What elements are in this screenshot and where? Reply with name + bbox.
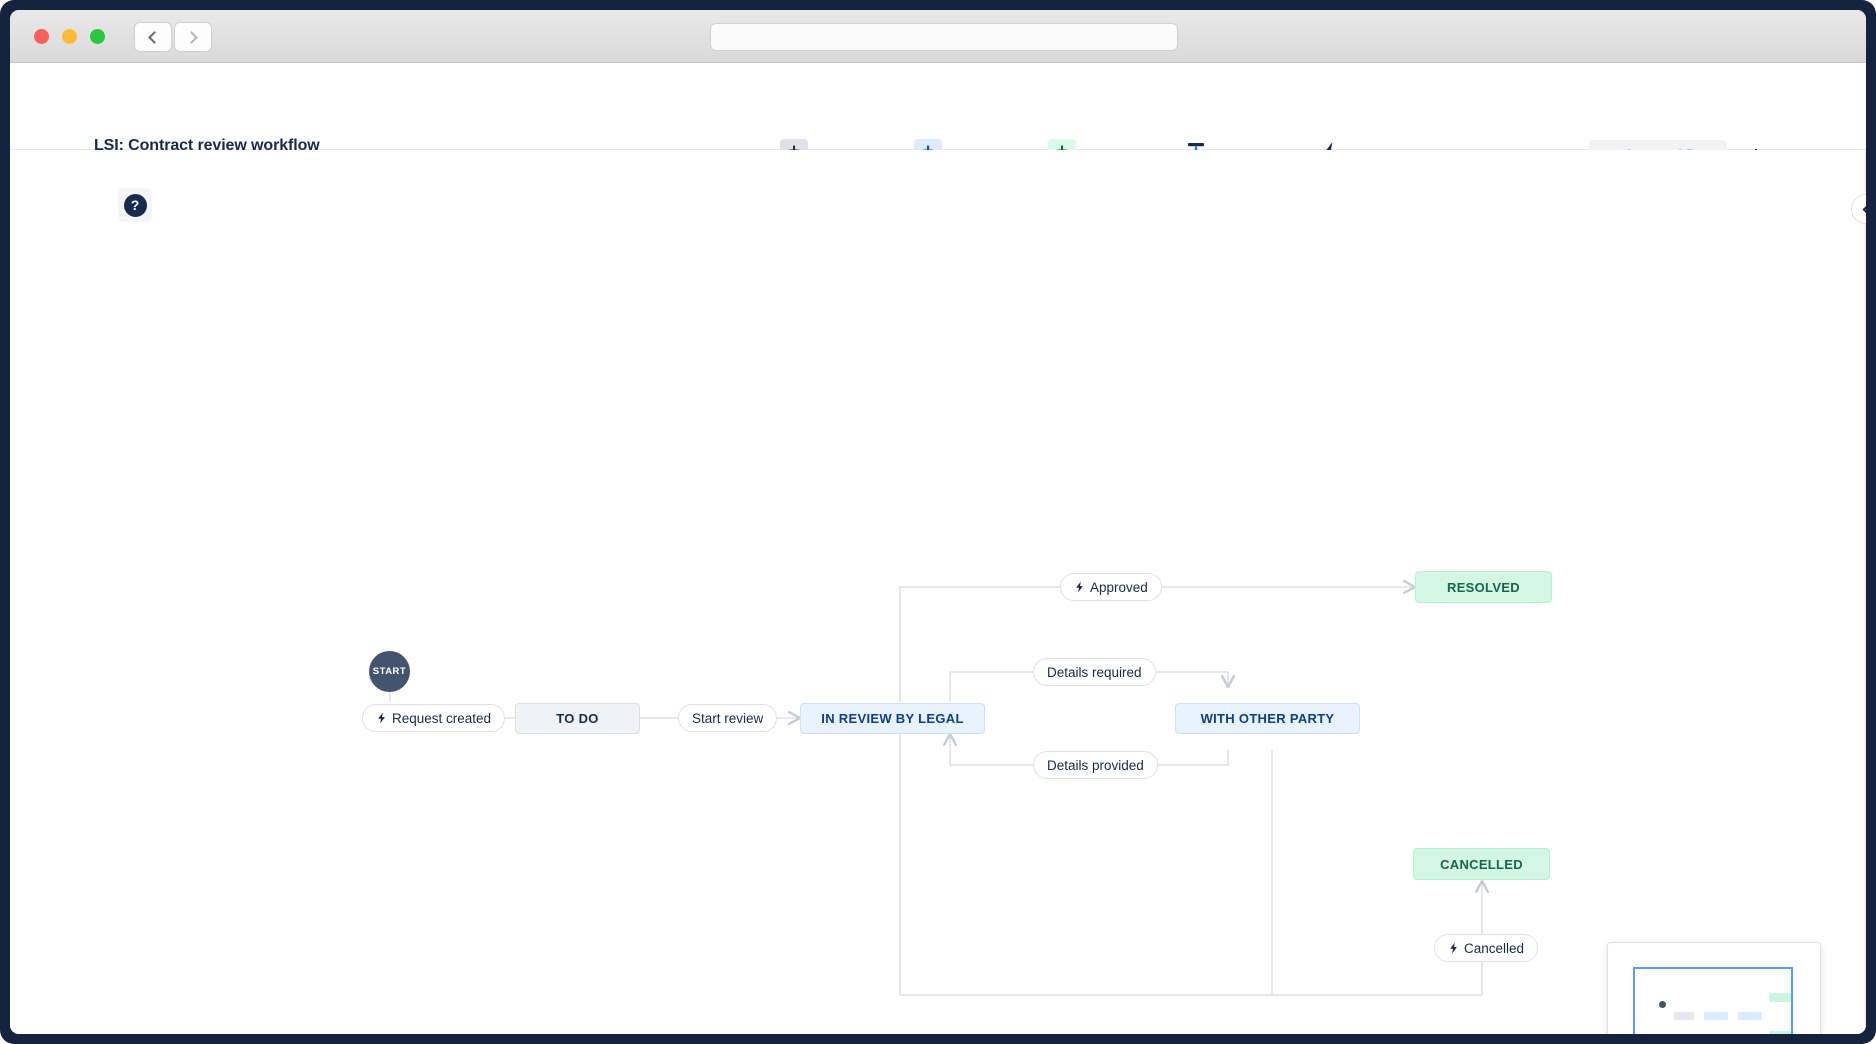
address-bar[interactable] [710, 23, 1178, 51]
transition-cancelled[interactable]: Cancelled [1434, 934, 1539, 962]
window-close-button[interactable] [34, 29, 49, 44]
minimap-start-node [1659, 1001, 1666, 1008]
window-maximize-button[interactable] [90, 29, 105, 44]
bolt-icon [1450, 942, 1457, 954]
browser-forward-button[interactable] [174, 22, 212, 52]
node-resolved[interactable]: RESOLVED [1415, 571, 1552, 603]
bolt-icon [1076, 581, 1083, 593]
bolt-icon [378, 712, 385, 724]
node-cancelled[interactable]: CANCELLED [1413, 848, 1550, 880]
chevron-right-icon [185, 30, 198, 44]
workflow-canvas[interactable]: ? [10, 150, 1866, 1034]
question-mark-icon: ? [123, 193, 147, 217]
page-title: LSI: Contract review workflow [94, 137, 320, 154]
transition-label: Start review [692, 710, 764, 726]
browser-window: LSI: Contract review workflow Used in 1 … [10, 10, 1866, 1034]
transition-label: Cancelled [1464, 940, 1525, 956]
node-with-other-party[interactable]: WITH OTHER PARTY [1175, 703, 1360, 734]
minimap[interactable] [1607, 942, 1821, 1034]
workflow-graph: START TO DO IN REVIEW BY LEGAL WITH OTHE… [10, 150, 1866, 1034]
app-header: LSI: Contract review workflow Used in 1 … [10, 63, 1866, 186]
transition-request-created[interactable]: Request created [362, 704, 506, 732]
help-button[interactable]: ? [118, 188, 152, 222]
transition-start-review[interactable]: Start review [678, 704, 778, 732]
node-start[interactable]: START [369, 651, 410, 692]
transition-details-required[interactable]: Details required [1033, 658, 1156, 686]
window-minimize-button[interactable] [62, 29, 77, 44]
minimap-node [1674, 1012, 1694, 1020]
minimap-node [1704, 1012, 1728, 1020]
minimap-viewport[interactable] [1633, 967, 1793, 1034]
node-todo[interactable]: TO DO [515, 703, 640, 734]
transition-label: Request created [392, 710, 492, 726]
browser-back-button[interactable] [134, 22, 172, 52]
transition-label: Approved [1090, 579, 1148, 595]
transition-label: Details required [1047, 664, 1142, 680]
browser-titlebar [10, 10, 1866, 63]
minimap-node [1738, 1012, 1762, 1020]
transition-approved[interactable]: Approved [1060, 573, 1162, 601]
node-in-review-by-legal[interactable]: IN REVIEW BY LEGAL [800, 703, 985, 734]
minimap-node [1769, 993, 1791, 1002]
minimap-node [1769, 1031, 1791, 1034]
transition-label: Details provided [1047, 757, 1144, 773]
transition-details-provided[interactable]: Details provided [1033, 751, 1158, 779]
chevron-left-icon [148, 30, 161, 44]
edge-layer [389, 150, 1866, 996]
